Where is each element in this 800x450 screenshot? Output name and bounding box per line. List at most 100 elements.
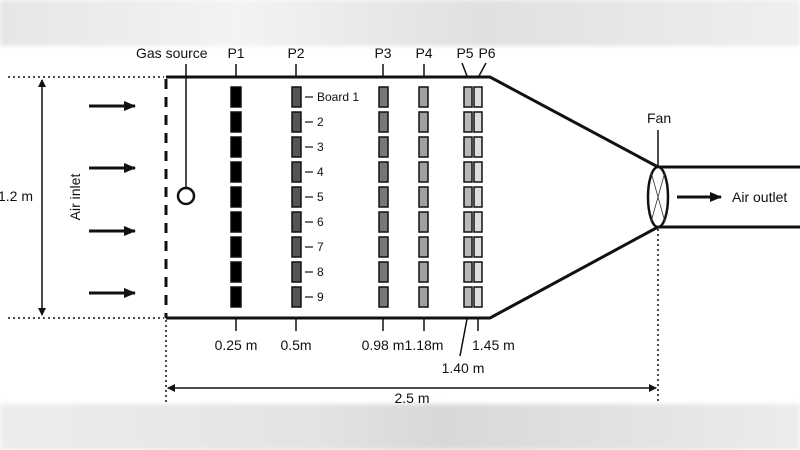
- sensor-board: [463, 236, 473, 258]
- sensor-board: [463, 111, 473, 133]
- length-label: 2.5 m: [394, 390, 429, 406]
- fan-icon: [646, 165, 670, 229]
- sensor-board: [463, 136, 473, 158]
- board-label: 4: [317, 165, 324, 179]
- sensor-board: [463, 86, 473, 108]
- board-label: 9: [317, 290, 324, 304]
- position-label: P1: [227, 45, 244, 61]
- sensor-board: [291, 161, 302, 183]
- sensor-board: [230, 161, 242, 183]
- sensor-board: [378, 111, 389, 133]
- board-label: 3: [317, 140, 324, 154]
- sensor-board: [473, 236, 483, 258]
- sensor-board: [473, 211, 483, 233]
- sensor-board: [230, 261, 242, 283]
- sensor-board: [230, 111, 242, 133]
- duct-bottom-wall: [166, 225, 800, 320]
- sensor-board: [418, 261, 429, 283]
- sensor-board: [291, 286, 302, 308]
- sensor-board: [378, 236, 389, 258]
- sensor-board: [378, 161, 389, 183]
- position-p4: P4 1.18m: [405, 45, 444, 353]
- sensor-board: [463, 186, 473, 208]
- sensor-board: [291, 236, 302, 258]
- position-label: P4: [415, 45, 432, 61]
- position-p2: P2 0.5m: [280, 45, 311, 353]
- position-p3: P3 0.98 m: [362, 45, 405, 353]
- sensor-board: [418, 161, 429, 183]
- sensor-board: [473, 286, 483, 308]
- board-labels: Board 1 2 3 4 5 6 7 8 9: [305, 90, 359, 304]
- sensor-board: [473, 136, 483, 158]
- position-label: P5: [456, 45, 473, 61]
- sensor-board: [473, 111, 483, 133]
- sensor-board: [418, 111, 429, 133]
- sensor-board: [230, 286, 242, 308]
- distance-label: 0.5m: [280, 337, 311, 353]
- board-label: 7: [317, 240, 324, 254]
- board-label: 5: [317, 190, 324, 204]
- position-p1: P1 0.25 m: [215, 45, 258, 353]
- sensor-board: [473, 86, 483, 108]
- position-tick: [461, 62, 468, 77]
- distance-label: 1.40 m: [442, 360, 485, 376]
- inlet-arrows: [89, 101, 136, 298]
- position-label: P3: [374, 45, 391, 61]
- board-label: Board 1: [317, 90, 359, 104]
- sensor-board: [418, 136, 429, 158]
- sensor-board: [291, 86, 302, 108]
- sensor-board: [473, 161, 483, 183]
- sensor-board: [291, 211, 302, 233]
- distance-label: 0.25 m: [215, 337, 258, 353]
- position-label: P2: [287, 45, 304, 61]
- sensor-positions: P1 0.25 m P2 0.5m P3 0.98 m P4 1.18m P5 1.40 m P61…: [215, 45, 515, 376]
- board-label: 8: [317, 265, 324, 279]
- distance-tick: [459, 318, 468, 357]
- gas-source-label: Gas source: [136, 45, 208, 61]
- sensor-board: [473, 261, 483, 283]
- sensor-board: [230, 211, 242, 233]
- sensor-board: [463, 286, 473, 308]
- sensor-board: [463, 161, 473, 183]
- sensor-board: [230, 136, 242, 158]
- sensor-board: [230, 236, 242, 258]
- sensor-board: [463, 261, 473, 283]
- sensor-board: [418, 286, 429, 308]
- air-outlet-label: Air outlet: [732, 189, 787, 205]
- distance-label: 0.98 m: [362, 337, 405, 353]
- sensor-board: [418, 236, 429, 258]
- sensor-board: [291, 186, 302, 208]
- sensor-board: [378, 136, 389, 158]
- height-label: 1.2 m: [0, 188, 33, 204]
- position-p5: P5 1.40 m: [442, 45, 485, 376]
- sensor-board: [378, 286, 389, 308]
- board-label: 2: [317, 115, 324, 129]
- sensor-board: [378, 186, 389, 208]
- distance-label: 1.18m: [405, 337, 444, 353]
- sensor-board: [378, 86, 389, 108]
- sensor-board: [291, 111, 302, 133]
- air-inlet-label: Air inlet: [67, 174, 83, 221]
- gas-source-icon: [176, 186, 196, 206]
- duct-top-wall: [166, 75, 800, 169]
- background-band-bottom: [0, 404, 800, 450]
- background-band-top: [0, 0, 800, 46]
- sensor-board: [418, 211, 429, 233]
- sensor-board: [230, 186, 242, 208]
- sensor-board: [378, 211, 389, 233]
- position-p6: P61.45 m: [472, 45, 515, 353]
- sensor-board: [378, 261, 389, 283]
- board-label: 6: [317, 215, 324, 229]
- sensor-board: [230, 86, 242, 108]
- position-label: P6: [478, 45, 495, 61]
- position-tick: [478, 62, 487, 77]
- sensor-board: [463, 211, 473, 233]
- sensor-board: [291, 261, 302, 283]
- sensor-board: [291, 136, 302, 158]
- sensor-board: [418, 186, 429, 208]
- fan-label: Fan: [647, 110, 671, 126]
- sensor-board: [473, 186, 483, 208]
- sensor-board: [418, 86, 429, 108]
